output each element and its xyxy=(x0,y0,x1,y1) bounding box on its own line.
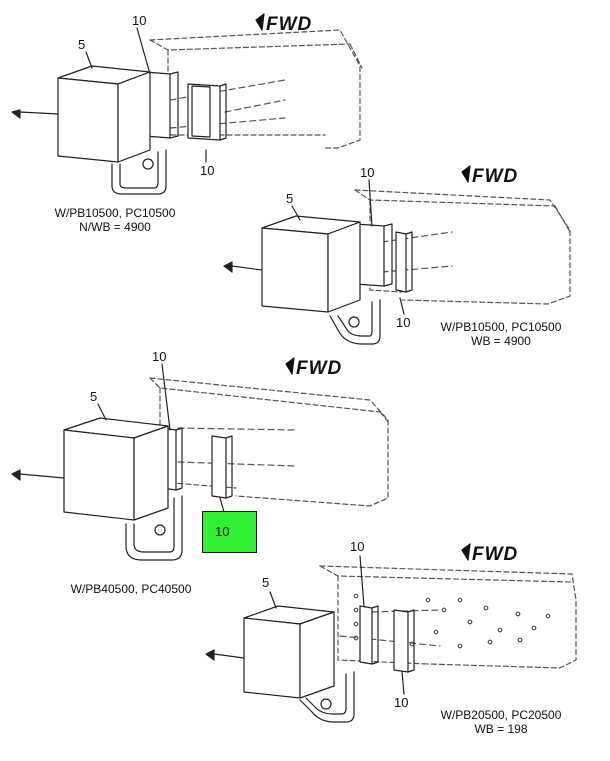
battery-cable xyxy=(11,469,183,561)
callout-bracket-view-4: 10 xyxy=(350,539,365,554)
frame-rail xyxy=(354,189,571,305)
battery-cable xyxy=(223,261,381,345)
callout-bracket-view-1: 10 xyxy=(132,13,147,28)
frame-rail xyxy=(149,29,363,149)
fwd-label-1: FWD xyxy=(266,14,313,35)
fwd-label-3: FWD xyxy=(296,358,343,379)
callout-bottom-view-2: 10 xyxy=(396,315,411,330)
fwd-label-2: FWD xyxy=(472,166,519,187)
caption-line2-view-2: WB = 4900 xyxy=(471,334,531,348)
leader-lines xyxy=(85,27,207,163)
view-4-drawing xyxy=(205,555,577,723)
mounting-bracket xyxy=(144,71,227,141)
battery-cable xyxy=(11,109,167,195)
battery-box xyxy=(243,605,335,699)
highlighted-callout-box[interactable] xyxy=(202,511,257,553)
bolt-lines xyxy=(339,609,441,647)
callout-bottom-view-3: 10 xyxy=(215,524,230,539)
view-3-drawing xyxy=(11,363,391,561)
callout-box-view-2: 5 xyxy=(286,191,294,206)
battery-cable xyxy=(205,649,355,723)
callout-box-view-3: 5 xyxy=(90,389,98,404)
caption-line2-view-4: WB = 198 xyxy=(474,722,528,736)
battery-box xyxy=(261,215,361,313)
caption-line1-view-1: W/PB10500, PC10500 xyxy=(54,206,176,220)
leader-lines xyxy=(97,363,225,513)
frame-rail xyxy=(149,377,391,507)
mounting-bracket xyxy=(161,427,233,499)
callout-bottom-view-4: 10 xyxy=(394,695,409,710)
bolt-lines xyxy=(177,427,297,467)
fwd-arrows xyxy=(255,13,471,561)
callout-box-view-4: 5 xyxy=(262,575,270,590)
mounting-bracket xyxy=(354,223,413,293)
bolt-lines xyxy=(381,231,453,273)
bolt-lines xyxy=(169,79,286,129)
battery-box xyxy=(63,417,169,521)
frame-rail xyxy=(319,565,577,669)
caption-line1-view-4: W/PB20500, PC20500 xyxy=(440,708,562,722)
caption-line1-view-2: W/PB10500, PC10500 xyxy=(440,320,562,334)
caption-line2-view-1: N/WB = 4900 xyxy=(79,220,151,234)
mounting-bracket xyxy=(359,605,415,673)
callout-bottom-view-1: 10 xyxy=(200,163,215,178)
leader-lines xyxy=(291,179,405,315)
battery-box xyxy=(57,65,151,163)
callout-bracket-view-3: 10 xyxy=(152,349,167,364)
view-2-drawing xyxy=(223,179,571,345)
fwd-label-4: FWD xyxy=(472,544,519,565)
frame-holes xyxy=(353,593,551,649)
callout-bracket-view-2: 10 xyxy=(360,165,375,180)
caption-line1-view-3: W/PB40500, PC40500 xyxy=(70,582,192,596)
callout-box-view-1: 5 xyxy=(78,37,86,52)
leader-lines xyxy=(269,555,405,695)
view-1-drawing xyxy=(11,27,363,195)
